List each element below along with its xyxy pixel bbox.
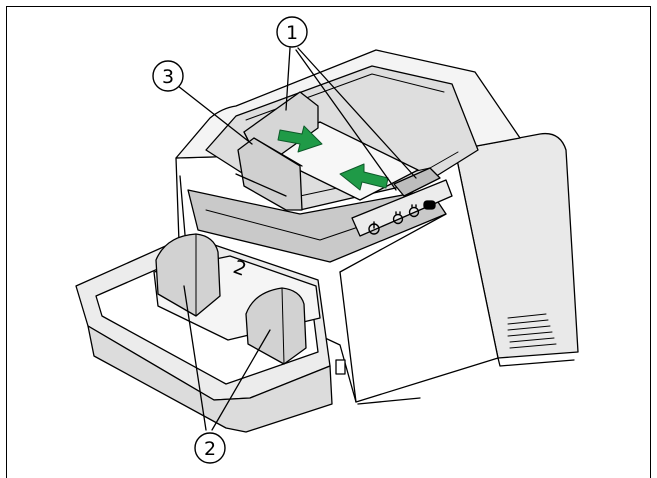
mode-icon-a (392, 211, 404, 225)
callout-1: 1 (276, 16, 308, 48)
arrow-right-guide (339, 163, 389, 191)
arrow-left-guide (277, 125, 323, 153)
callout-3: 3 (152, 60, 184, 92)
tray-guide-left (155, 233, 221, 317)
power-icon (368, 221, 380, 235)
control-panel (351, 179, 453, 237)
hopper-guide-right (393, 167, 441, 197)
callout-2: 2 (194, 432, 226, 464)
leader-lines (177, 47, 417, 431)
mode-icon-b (408, 204, 420, 218)
scanner-right-side (454, 132, 579, 359)
figure-frame (6, 6, 651, 478)
vent-grille (507, 313, 557, 349)
stop-icon (423, 200, 436, 210)
svg-text:1: 1 (286, 22, 298, 44)
svg-text:2: 2 (204, 438, 216, 460)
usb-port (335, 359, 346, 375)
output-tray-front (87, 325, 333, 433)
svg-text:3: 3 (162, 66, 174, 88)
